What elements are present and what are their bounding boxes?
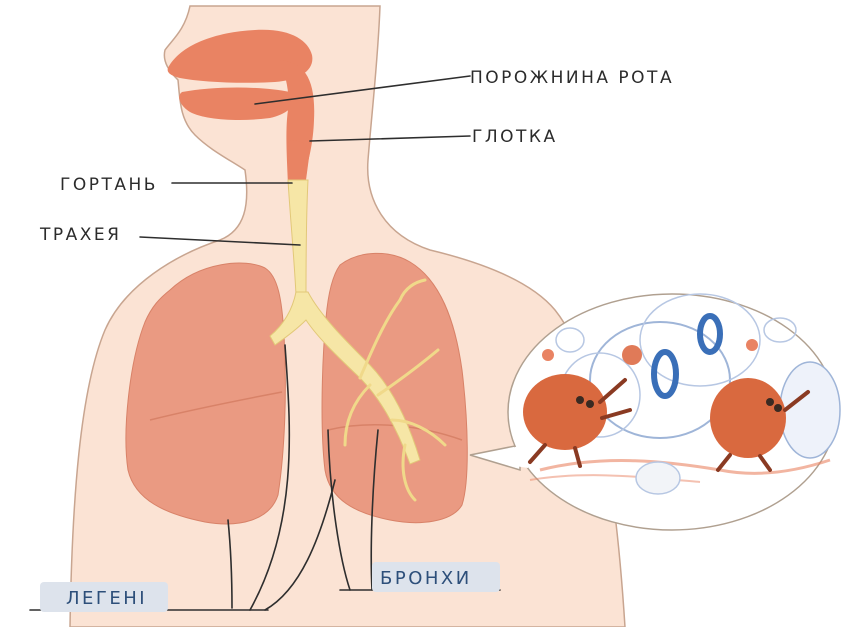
callout-tail-cover [515,445,528,468]
label-pharynx: ГЛОТКА [472,127,558,147]
label-trachea: ТРАХЕЯ [39,225,121,245]
label-mouth-cavity: ПОРОЖНИНА РОТА [470,68,674,88]
label-lungs: ЛЕГЕНІ [66,588,147,609]
label-bronchi: БРОНХИ [380,568,472,589]
label-larynx: ГОРТАНЬ [60,175,158,195]
